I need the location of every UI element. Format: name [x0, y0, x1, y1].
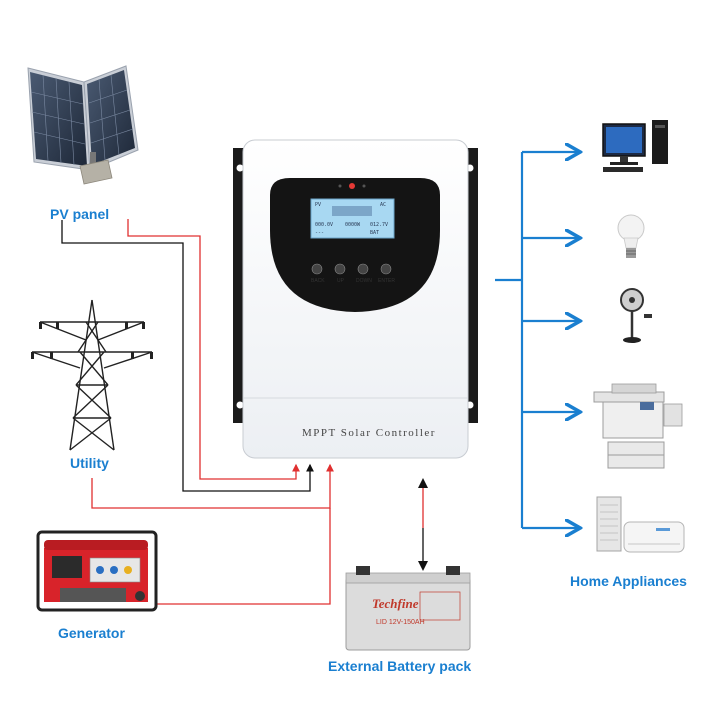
battery-label: External Battery pack	[328, 658, 472, 674]
computer-icon	[602, 120, 668, 172]
fan-icon	[620, 288, 652, 343]
pv-red-wire	[127, 219, 300, 480]
controller-device: PV AC 000.0V 0000W 012.7V --- BAT BACK U…	[233, 139, 478, 459]
battery-brand: Techfine	[372, 596, 419, 611]
generator-icon	[36, 530, 158, 612]
generator-wire	[156, 508, 331, 605]
svg-text:AC: AC	[380, 202, 386, 208]
button-label-back: BACK	[311, 278, 325, 284]
svg-text:BAT: BAT	[370, 230, 379, 236]
button-label-up: UP	[337, 278, 345, 284]
button-label-down: DOWN	[356, 278, 372, 284]
home-appliances-label: Home Appliances	[570, 573, 687, 589]
pv-panel-label: PV panel	[50, 206, 110, 222]
svg-text:000.0V: 000.0V	[315, 222, 333, 228]
light-bulb-icon	[617, 214, 645, 258]
battery-model: LID 12V-150AH	[376, 619, 425, 626]
power-tower-icon	[31, 299, 153, 451]
controller-buttons: BACK UP DOWN ENTER	[311, 263, 395, 284]
svg-text:PV: PV	[315, 202, 321, 208]
generator-label: Generator	[58, 625, 125, 641]
utility-wire	[91, 463, 334, 509]
svg-text:012.7V: 012.7V	[370, 222, 388, 228]
air-conditioner-icon	[596, 496, 685, 553]
wiring	[61, 152, 578, 605]
button-label-enter: ENTER	[378, 278, 395, 284]
utility-label: Utility	[70, 455, 109, 471]
svg-text:0000W: 0000W	[345, 222, 361, 228]
solar-panel-icon	[27, 65, 139, 185]
copier-icon	[593, 383, 683, 469]
battery-icon: Techfine LID 12V-150AH	[345, 566, 471, 651]
svg-text:---: ---	[315, 230, 324, 236]
controller-title: MPPT Solar Controller	[302, 427, 436, 439]
pv-black-wire	[61, 220, 314, 492]
